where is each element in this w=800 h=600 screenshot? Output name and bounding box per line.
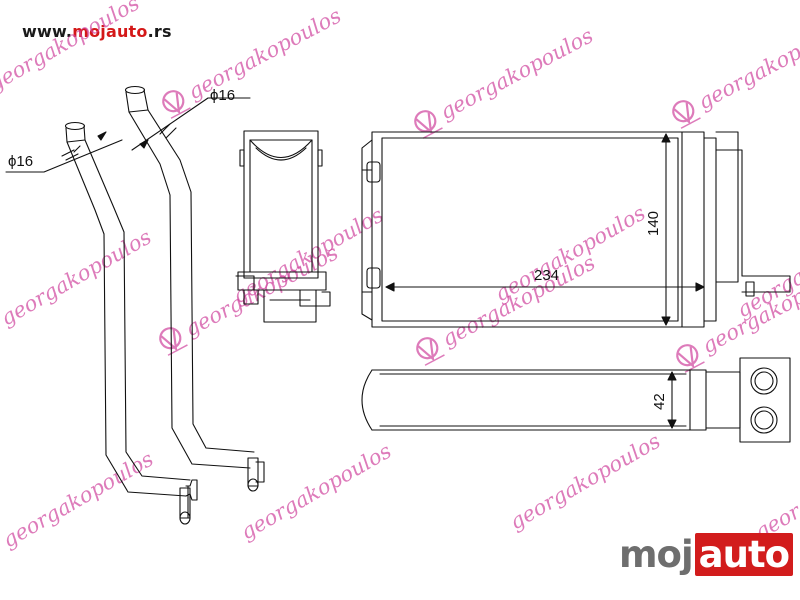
watermark-text: georgakopoulos: [438, 250, 599, 351]
watermark-1: georgakopoulos: [162, 3, 345, 119]
watermark-text: georgakopoulos: [436, 23, 597, 124]
dim-label-core-depth: 42: [651, 393, 668, 410]
watermark-emblem-icon: [416, 337, 445, 366]
dim-label-core-height: 140: [645, 211, 662, 236]
logo-part-moj: moj: [619, 532, 694, 576]
site-url-suffix: .rs: [147, 22, 172, 41]
diameter-leader-left: [5, 131, 123, 173]
line-drawing: [5, 85, 791, 525]
watermark-text-11: georgakopoulos: [237, 439, 396, 545]
site-url[interactable]: www.mojauto.rs: [22, 22, 172, 41]
heater-core-front: [361, 131, 791, 328]
watermark-text-7: georgakopoulos: [0, 225, 156, 331]
watermark-emblem-icon: [162, 90, 191, 119]
watermark-layer: georgakopoulos georgakopoulos georgakopo…: [0, 0, 800, 552]
watermark-text-10: georgakopoulos: [0, 447, 158, 553]
watermark-2: georgakopoulos: [414, 23, 597, 139]
watermark-emblem-icon: [676, 344, 705, 373]
pipe-left: [64, 121, 198, 525]
site-url-prefix: www.: [22, 22, 73, 41]
dim-line-width: [385, 282, 705, 292]
dim-label-pipe-right: ϕ16: [210, 87, 235, 104]
dim-label-core-width: 234: [534, 267, 559, 284]
watermark-emblem-icon: [159, 327, 188, 356]
watermark-text-15: georgakopoulos: [751, 439, 800, 545]
watermark-5: georgakopoulos: [416, 250, 599, 366]
pipe-right: [124, 85, 265, 492]
watermark-emblem-icon: [672, 100, 701, 129]
watermark-3: georgakopoulos: [672, 13, 800, 129]
dim-line-depth: [667, 371, 677, 429]
heater-core-top: [361, 357, 791, 443]
watermark-text-14: georgakopoulos: [0, 0, 144, 96]
watermark-text: georgakopoulos: [694, 13, 800, 114]
watermark-text-9: georgakopoulos: [491, 201, 650, 307]
dim-line-height: [661, 133, 671, 326]
diameter-leader-right: [131, 97, 251, 151]
end-tank-side: [235, 130, 331, 323]
site-url-brand: mojauto: [72, 22, 148, 41]
watermark-text-12: georgakopoulos: [506, 429, 665, 535]
watermark-text: georgakopoulos: [184, 3, 345, 104]
dim-label-pipe-left: ϕ16: [8, 153, 33, 170]
watermark-emblem-icon: [414, 110, 443, 139]
logo-part-auto: auto: [694, 532, 794, 576]
